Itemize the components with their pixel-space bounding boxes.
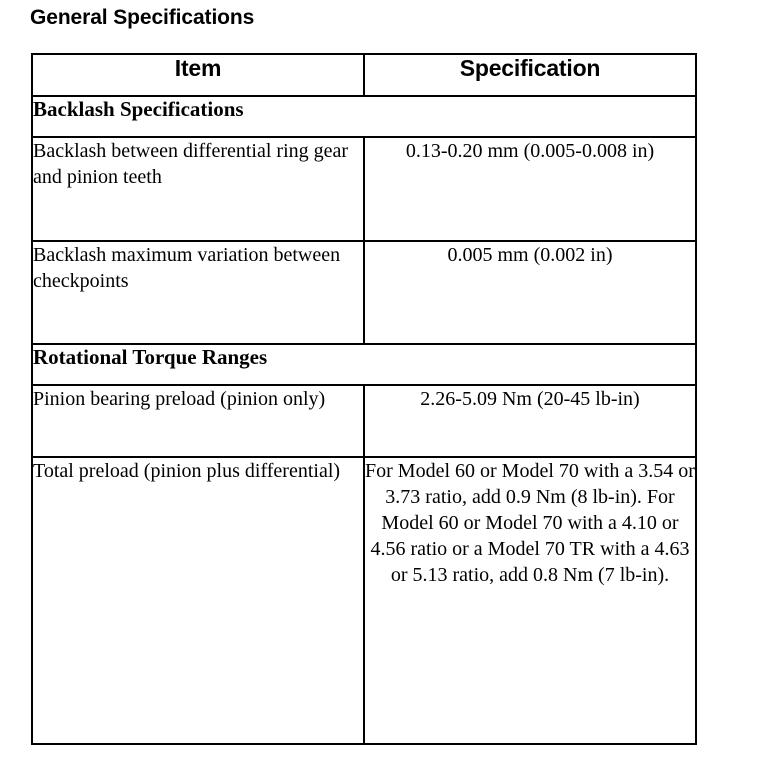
row-item-backlash-maximum-variation: Backlash maximum variation between check… — [31, 240, 365, 345]
row-spec-pinion-bearing-preload: 2.26-5.09 Nm (20-45 lb-in) — [363, 384, 697, 458]
section-heading-backlash-specifications: Backlash Specifications — [31, 95, 697, 138]
section-header-row-backlash: Backlash Specifications — [31, 95, 697, 138]
table-row: Backlash between differential ring gear … — [31, 136, 697, 242]
table-row: Pinion bearing preload (pinion only) 2.2… — [31, 384, 697, 458]
column-header-item: Item — [31, 53, 365, 97]
column-header-specification: Specification — [363, 53, 697, 97]
table-row: Total preload (pinion plus differential)… — [31, 456, 697, 745]
row-spec-total-preload: For Model 60 or Model 70 with a 3.54 or … — [363, 456, 697, 745]
general-specifications-table: Item Specification Backlash Specificatio… — [31, 53, 697, 745]
table-header-row: Item Specification — [31, 53, 697, 97]
row-item-backlash-between-gear-and-pinion: Backlash between differential ring gear … — [31, 136, 365, 242]
table-row: Backlash maximum variation between check… — [31, 240, 697, 345]
row-item-total-preload: Total preload (pinion plus differential) — [31, 456, 365, 745]
row-spec-backlash-between-gear-and-pinion: 0.13-0.20 mm (0.005-0.008 in) — [363, 136, 697, 242]
section-header-row-rotational-torque: Rotational Torque Ranges — [31, 343, 697, 386]
row-spec-backlash-maximum-variation: 0.005 mm (0.002 in) — [363, 240, 697, 345]
page-title: General Specifications — [30, 6, 255, 29]
section-heading-rotational-torque-ranges: Rotational Torque Ranges — [31, 343, 697, 386]
row-item-pinion-bearing-preload: Pinion bearing preload (pinion only) — [31, 384, 365, 458]
